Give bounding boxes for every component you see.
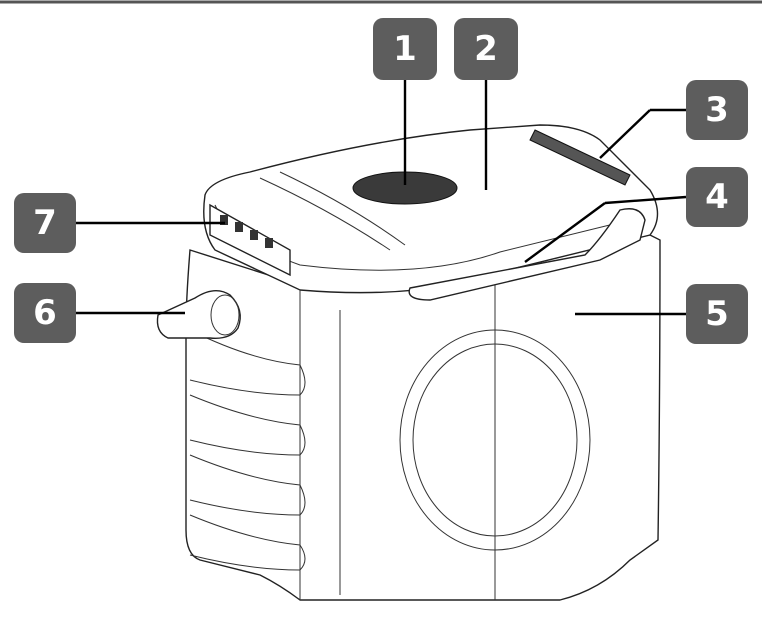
callout-7: 7 xyxy=(14,193,76,253)
cooler-drawing xyxy=(156,124,661,601)
callout-1: 1 xyxy=(373,18,437,80)
callout-2: 2 xyxy=(454,18,518,80)
power-socket xyxy=(156,290,241,339)
callout-4-label: 4 xyxy=(705,177,729,217)
leader-line-4b xyxy=(524,202,606,263)
callout-7-label: 7 xyxy=(33,203,57,243)
callout-3: 3 xyxy=(686,80,748,140)
lid-ridge xyxy=(259,171,406,251)
control-buttons xyxy=(220,215,273,248)
callout-3-label: 3 xyxy=(705,90,729,130)
callout-5-label: 5 xyxy=(705,294,729,334)
leader-lines xyxy=(76,78,687,316)
side-ribs xyxy=(189,329,306,571)
callout-1-label: 1 xyxy=(393,29,417,69)
side-panel xyxy=(299,285,341,600)
leader-line-4 xyxy=(604,195,687,205)
handle xyxy=(408,208,646,301)
leader-line-3b xyxy=(599,109,651,159)
power-socket-ring xyxy=(210,294,240,336)
rear-vent xyxy=(529,129,631,186)
front-ring-outer xyxy=(399,329,591,551)
front-ring-inner xyxy=(412,343,578,537)
callout-6-label: 6 xyxy=(33,293,57,333)
callout-2-label: 2 xyxy=(474,29,498,69)
callout-4: 4 xyxy=(686,167,748,227)
callout-6: 6 xyxy=(14,283,76,343)
lid xyxy=(203,124,659,294)
callout-5: 5 xyxy=(686,284,748,344)
